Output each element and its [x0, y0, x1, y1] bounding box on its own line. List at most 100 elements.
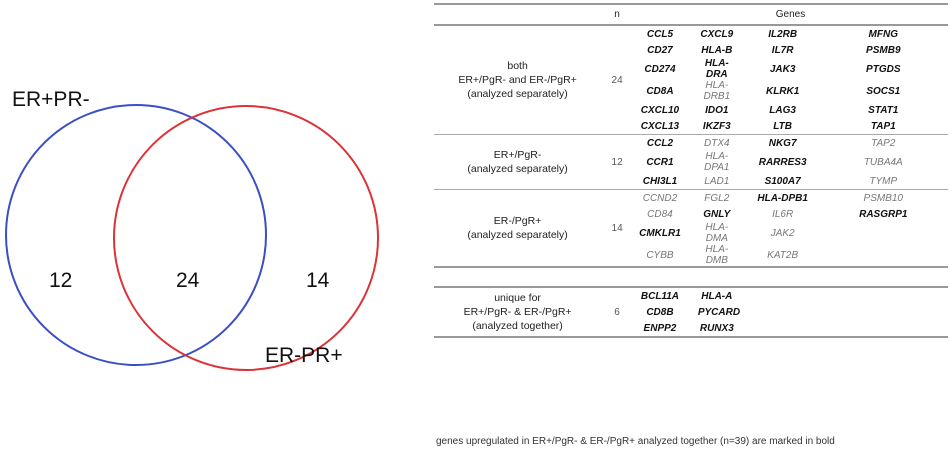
gene-cell — [818, 320, 948, 338]
gene-cell: PYCARD — [687, 304, 747, 320]
gene-name: TUBA4A — [863, 156, 903, 168]
gene-cell: HLA-DRA — [687, 58, 747, 80]
gene-cell: PSMB10 — [819, 190, 948, 207]
gene-name: CD27 — [647, 44, 673, 56]
gene-name: CD8B — [646, 306, 674, 318]
gene-name: IDO1 — [705, 104, 729, 116]
gene-cell: CCR1 — [633, 151, 687, 173]
gene-cell: RASGRP1 — [819, 206, 948, 222]
gene-cell: CMKLR1 — [633, 222, 687, 244]
gene-name: CCR1 — [646, 156, 674, 168]
gene-cell: CCND2 — [633, 190, 687, 207]
gene-cell: BCL11A — [633, 287, 687, 304]
gene-name: LTB — [773, 120, 792, 132]
gene-name: KAT2B — [767, 249, 799, 261]
spacer-cell — [434, 267, 948, 288]
gene-name: CHI3L1 — [642, 175, 678, 187]
group-count: 14 — [601, 189, 633, 268]
table-row: CXCL10 IDO1 LAG3 STAT1 — [434, 102, 948, 118]
gene-cell: IKZF3 — [686, 118, 747, 135]
gene-cell: CXCL10 — [633, 102, 687, 118]
gene-name: CCND2 — [642, 192, 678, 204]
gene-name: RARRES3 — [758, 156, 807, 168]
gene-cell: KAT2B — [746, 244, 819, 268]
gene-name: PTGDS — [866, 63, 901, 75]
gene-name: CD8A — [646, 85, 674, 97]
header-n: n — [601, 3, 633, 26]
gene-name: LAG3 — [769, 104, 796, 116]
group-label-line: ER+/PgR- and ER-/PgR+ — [458, 74, 577, 86]
group-label-line: ER+/PgR- — [493, 149, 542, 161]
gene-name: SOCS1 — [866, 85, 901, 97]
gene-cell: CD8A — [633, 80, 687, 102]
gene-cell: LAG3 — [747, 102, 819, 118]
gene-name: CD84 — [647, 208, 673, 220]
group-label-line: unique for — [494, 292, 541, 304]
spacer-row — [434, 267, 948, 288]
gene-cell: TAP1 — [818, 118, 948, 135]
gene-name: IL2RB — [768, 28, 798, 40]
table-row: CHI3L1 LAD1 S100A7 TYMP — [434, 173, 948, 190]
gene-name: KLRK1 — [765, 85, 800, 97]
gene-name: JAK2 — [770, 227, 795, 239]
gene-cell — [747, 304, 819, 320]
gene-cell: CXCL13 — [633, 118, 687, 135]
gene-cell: TYMP — [818, 173, 948, 190]
gene-name: STAT1 — [868, 104, 899, 116]
gene-cell — [819, 304, 948, 320]
gene-cell: LAD1 — [686, 173, 747, 190]
gene-cell — [818, 244, 948, 268]
gene-cell: RARRES3 — [747, 151, 819, 173]
gene-cell — [819, 222, 948, 244]
gene-name: TAP2 — [871, 137, 896, 149]
gene-cell — [746, 320, 819, 338]
gene-name: IKZF3 — [702, 120, 731, 132]
gene-name: CYBB — [646, 249, 674, 261]
group-label-line: (analyzed separately) — [467, 88, 568, 100]
gene-name: CCL5 — [646, 28, 674, 40]
gene-cell: CCL5 — [633, 25, 687, 42]
table-row: CD8B PYCARD — [434, 304, 948, 320]
set-b-count: 14 — [306, 269, 330, 292]
gene-cell: CXCL9 — [687, 25, 747, 42]
gene-cell: CYBB — [633, 244, 687, 268]
gene-cell — [747, 287, 819, 304]
header-genes: Genes — [633, 3, 948, 26]
gene-name: CXCL9 — [700, 28, 734, 40]
table-row: CYBB HLA-DMB KAT2B — [434, 244, 948, 268]
gene-cell: HLA-DMB — [686, 244, 747, 268]
gene-cell: ENPP2 — [633, 320, 687, 338]
gene-name: HLA-DRA — [704, 58, 729, 80]
gene-name: HLA-DMA — [705, 222, 729, 244]
gene-cell: MFNG — [819, 25, 948, 42]
gene-cell: IL7R — [747, 42, 819, 58]
gene-name: CXCL10 — [640, 104, 680, 116]
gene-name: GNLY — [703, 208, 731, 220]
gene-name: CMKLR1 — [639, 227, 681, 239]
gene-cell: IL6R — [747, 206, 819, 222]
gene-cell: HLA-DPA1 — [687, 151, 747, 173]
gene-name: JAK3 — [769, 63, 796, 75]
gene-cell: S100A7 — [746, 173, 819, 190]
gene-cell: PTGDS — [819, 58, 948, 80]
gene-cell: STAT1 — [819, 102, 948, 118]
gene-cell: PSMB9 — [819, 42, 948, 58]
venn-circle-er-pos-pr-neg — [5, 104, 267, 366]
gene-cell: LTB — [746, 118, 819, 135]
gene-name: S100A7 — [764, 175, 801, 187]
gene-name: CXCL13 — [640, 120, 680, 132]
footnote: genes upregulated in ER+/PgR- & ER-/PgR+… — [436, 436, 835, 447]
group-label-line: ER-/PgR+ — [493, 215, 542, 227]
gene-name: HLA-DPA1 — [704, 151, 730, 173]
venn-circle-er-neg-pr-pos — [113, 105, 379, 371]
intersection-count: 24 — [176, 269, 200, 292]
gene-cell: HLA-A — [687, 287, 747, 304]
set-b-label: ER-PR+ — [265, 344, 343, 367]
